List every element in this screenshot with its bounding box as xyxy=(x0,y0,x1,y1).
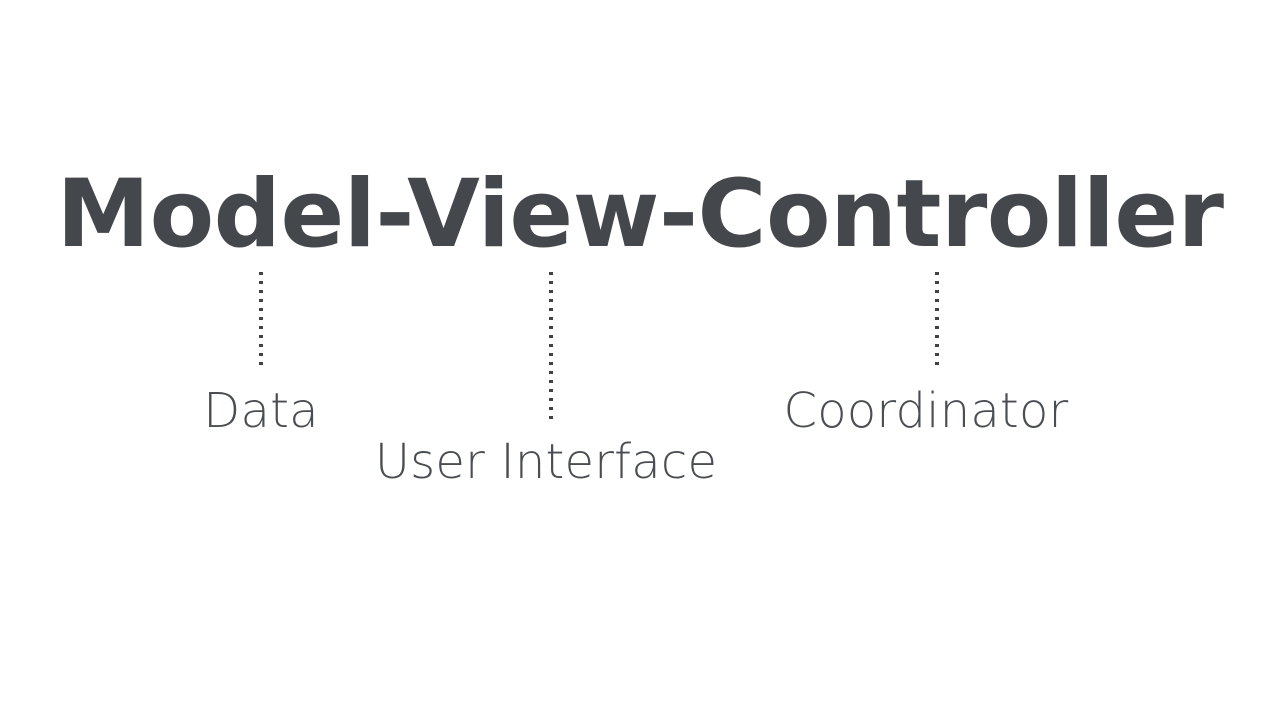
model-connector-line xyxy=(259,272,263,371)
label-controller-coordinator: Coordinator xyxy=(783,383,1069,439)
page-title: Model-View-Controller xyxy=(56,160,1224,269)
controller-connector-line xyxy=(935,272,939,371)
label-model-data: Data xyxy=(203,383,319,439)
label-view-user-interface: User Interface xyxy=(374,434,718,490)
view-connector-line xyxy=(549,272,553,420)
